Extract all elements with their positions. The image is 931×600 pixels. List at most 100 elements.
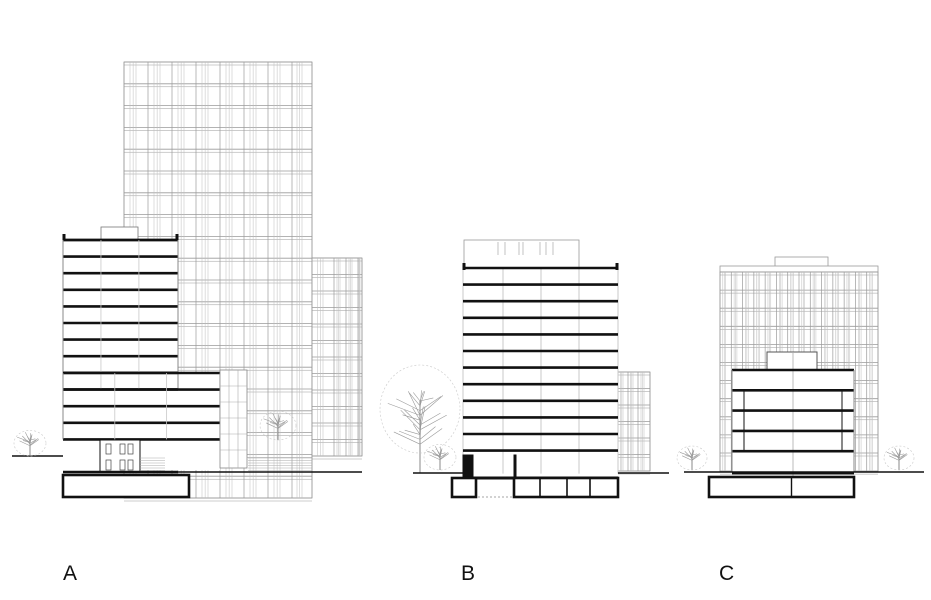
background-slab bbox=[311, 257, 363, 460]
tree-canopy bbox=[259, 410, 297, 441]
tree-branch bbox=[427, 450, 441, 457]
tree-icon bbox=[13, 430, 47, 457]
tree-branch bbox=[419, 396, 442, 411]
door bbox=[119, 459, 126, 471]
tree-branch bbox=[393, 431, 421, 445]
tree-branch bbox=[898, 454, 906, 461]
tree-branch bbox=[419, 428, 443, 445]
tree-canopy bbox=[676, 445, 708, 471]
tree-branch bbox=[266, 422, 279, 429]
section-label-c: C bbox=[719, 562, 735, 585]
panel-a bbox=[12, 61, 363, 502]
tree-canopy bbox=[13, 430, 47, 457]
tree-branch bbox=[263, 418, 279, 425]
tree-canopy bbox=[379, 364, 461, 454]
tree-branch bbox=[439, 453, 450, 461]
door bbox=[127, 443, 134, 455]
tree-branch bbox=[277, 421, 286, 428]
tree-branch bbox=[691, 449, 695, 459]
tree-branch bbox=[691, 454, 699, 461]
tree-icon bbox=[259, 410, 297, 441]
basement-right bbox=[512, 476, 620, 499]
tree-branch bbox=[419, 397, 434, 402]
tree-branch bbox=[439, 452, 449, 458]
door bbox=[105, 443, 112, 455]
tree-branch bbox=[412, 423, 421, 435]
tree-branch bbox=[889, 455, 900, 461]
stair-core bbox=[219, 369, 248, 469]
wall bbox=[513, 454, 517, 479]
tree-branch bbox=[413, 392, 421, 402]
tree-branch bbox=[399, 430, 421, 440]
tree-icon bbox=[676, 445, 708, 471]
tree-branch bbox=[682, 455, 693, 461]
tree-canopy bbox=[423, 444, 457, 471]
door bbox=[105, 459, 112, 471]
door bbox=[127, 459, 134, 471]
tree-branch bbox=[691, 453, 700, 459]
tree-branch bbox=[387, 403, 421, 416]
section-label-b: B bbox=[461, 562, 476, 585]
tree-branch bbox=[274, 417, 279, 423]
tree-icon bbox=[379, 364, 461, 473]
tree-canopy bbox=[883, 445, 915, 471]
tree-branch bbox=[270, 422, 279, 426]
tree-branch bbox=[691, 454, 701, 461]
panel-c bbox=[676, 256, 924, 499]
tree-branch bbox=[419, 426, 436, 440]
tree-branch bbox=[408, 391, 421, 416]
basement bbox=[707, 475, 856, 499]
tree-branch bbox=[29, 439, 40, 447]
tree-branch bbox=[896, 451, 900, 456]
tree-branch bbox=[402, 414, 421, 421]
tree-branch bbox=[419, 412, 441, 426]
tree-branch bbox=[419, 395, 444, 416]
tree-branch bbox=[439, 448, 443, 458]
tree-branch bbox=[419, 390, 422, 411]
background-building-top bbox=[463, 239, 580, 269]
basement-left bbox=[450, 476, 478, 499]
tree-branch bbox=[277, 415, 281, 427]
tree-branch bbox=[396, 398, 421, 411]
roof-plant-room bbox=[766, 351, 818, 371]
door bbox=[119, 443, 126, 455]
tree-branch bbox=[408, 392, 421, 406]
tree-branch bbox=[29, 434, 33, 444]
core-wall bbox=[462, 454, 474, 479]
tree-branch bbox=[419, 391, 426, 406]
tree-branch bbox=[27, 436, 31, 441]
roof-plant-room bbox=[100, 226, 139, 241]
tree-branch bbox=[419, 391, 424, 402]
panel-b bbox=[379, 239, 669, 499]
tree-branch bbox=[404, 429, 421, 435]
tree-branch bbox=[400, 409, 421, 431]
tree-branch bbox=[689, 451, 693, 456]
tree-branch bbox=[898, 449, 902, 459]
tree-branch bbox=[898, 453, 907, 459]
tree-branch bbox=[412, 407, 421, 421]
tree-branch bbox=[886, 452, 900, 458]
tree-branch bbox=[419, 422, 422, 445]
tree-branch bbox=[439, 453, 447, 460]
section-label-a: A bbox=[63, 562, 78, 585]
roof-edge bbox=[719, 265, 879, 273]
background-right-building bbox=[617, 371, 651, 475]
basement bbox=[61, 473, 191, 499]
tree-branch bbox=[277, 420, 288, 426]
tree-branch bbox=[429, 454, 441, 461]
tree-branch bbox=[277, 421, 289, 429]
podium-floors bbox=[62, 371, 221, 441]
tree-branch bbox=[19, 440, 31, 447]
tree-icon bbox=[423, 444, 457, 471]
tree-branch bbox=[419, 406, 424, 426]
tree-branch bbox=[17, 436, 31, 443]
tree-branch bbox=[404, 409, 421, 426]
tower-floors bbox=[62, 238, 179, 391]
tree-icon bbox=[883, 445, 915, 471]
tree-branch bbox=[419, 414, 447, 431]
tree-branch bbox=[29, 438, 39, 444]
tree-branch bbox=[679, 452, 693, 458]
tree-branch bbox=[29, 439, 37, 446]
tree-branch bbox=[437, 450, 441, 455]
